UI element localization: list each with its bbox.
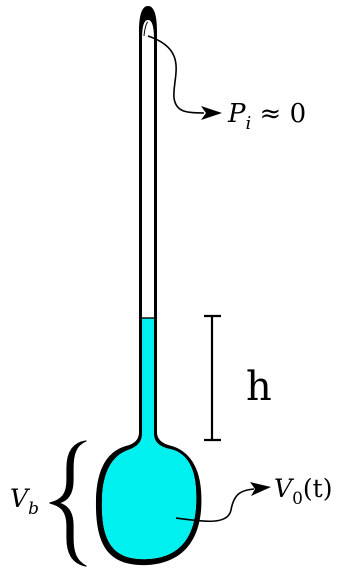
thermometer-inner bbox=[101, 20, 197, 560]
pressure-arrow bbox=[147, 35, 205, 114]
bulb-volume-label: Vb bbox=[10, 484, 39, 519]
volume-arrow bbox=[175, 488, 255, 523]
height-label: h bbox=[246, 364, 272, 410]
height-scale-bar bbox=[204, 314, 221, 442]
glass-highlight bbox=[143, 21, 149, 37]
bulb-brace bbox=[49, 440, 87, 567]
liquid-volume-label: V0(t) bbox=[274, 474, 332, 509]
pressure-arrow-head bbox=[201, 106, 222, 120]
volume-arrow-head bbox=[250, 482, 271, 496]
liquid-fill bbox=[101, 318, 197, 560]
pressure-label: Pi ≈ 0 bbox=[227, 99, 306, 134]
